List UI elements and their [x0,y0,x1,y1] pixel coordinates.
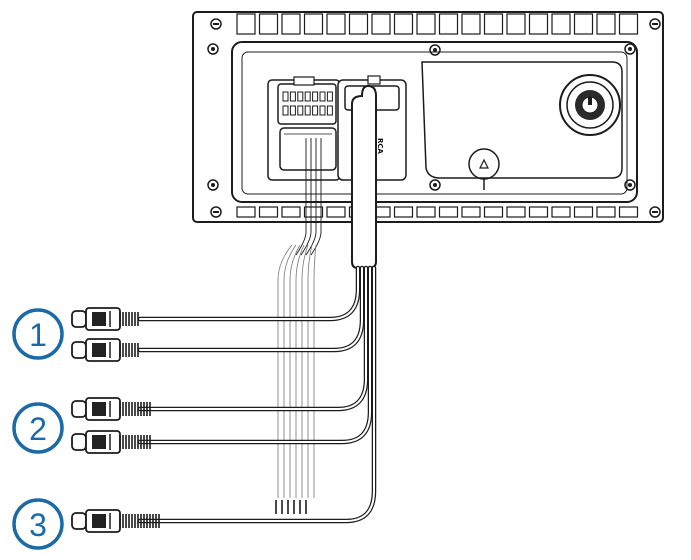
vent-slot [258,13,279,35]
vent-slot [461,206,481,218]
connector-pin [326,105,333,116]
connector-label: RCA [376,138,384,155]
rca-plug-icon [71,338,139,362]
bare-wire [301,244,309,498]
connector-pin [312,91,319,102]
callout-2-number: 2 [29,411,47,447]
vent-slot [236,206,256,218]
rca-plug-icon [71,430,151,454]
callout-1: 1 [12,308,64,360]
vent-slot [281,13,301,35]
vent-slot [393,13,414,35]
vent-slot [618,206,639,218]
bare-wire [289,244,301,498]
connector-pin [326,91,333,102]
connector-pin [304,105,311,116]
rca-harness-cable [351,84,377,269]
vent-slot [618,13,639,35]
vent-slot [416,206,436,218]
vent-slot [573,13,594,35]
bare-wire [313,244,317,498]
rca-plugs [71,307,160,533]
rca-plug-icon [71,509,160,533]
rca-cable [139,267,371,443]
rca-cable [139,267,375,522]
vent-slot [461,13,481,35]
vent-slot [528,13,549,35]
rca-cable [139,267,363,351]
rca-cable [139,267,359,320]
rca-cable [139,267,367,410]
bare-wire [295,244,305,498]
rca-cable-outline [137,265,373,445]
rca-plug-icon [71,397,151,421]
rca-cable-outline [137,265,377,524]
callout-3: 3 [12,498,64,550]
connector-pin [297,91,304,102]
connector-pin [282,105,289,116]
vent-slot [483,13,504,35]
top-vent-slots [236,13,639,35]
connector-pin [312,105,319,116]
vent-slot [303,206,324,218]
vent-slot [573,206,594,218]
connector-pin [289,91,296,102]
connector-pin [319,105,326,116]
connector-pin [297,105,304,116]
vent-slot [438,13,459,35]
vent-slot [371,13,391,35]
bare-wire [310,138,322,256]
bare-wire [305,138,317,256]
vent-slot [416,13,436,35]
vent-slot [528,206,549,218]
vent-slot [483,206,504,218]
rca-cable-routes [137,265,377,524]
vent-slot [281,206,301,218]
vent-slot [551,13,571,35]
connector-pin [304,91,311,102]
vent-slot [438,206,459,218]
vent-slot [596,206,616,218]
callout-1-number: 1 [29,317,47,353]
volume-knob-icon [559,74,621,136]
bare-wire [300,138,312,256]
rca-cable-outline [137,265,361,322]
rca-plug-icon [71,307,139,331]
vent-slot [506,13,526,35]
bare-wire [277,244,293,498]
bare-wire [307,244,313,498]
vent-slot [393,206,414,218]
bare-wire-bundle [275,138,322,514]
vent-slot [258,206,279,218]
connector-pin [319,91,326,102]
rca-cable-outline [137,265,365,353]
vent-slot [596,13,616,35]
vent-slot [506,206,526,218]
connector-pin [282,91,289,102]
callout-3-number: 3 [29,507,47,543]
ground-terminal-icon [468,148,500,190]
connector-pin [289,105,296,116]
vent-slot [326,206,346,218]
vent-slot [236,13,256,35]
corner-screw-icons [207,18,661,218]
callout-2: 2 [12,402,64,454]
vent-slot [348,13,369,35]
bottom-vent-slots [236,206,639,218]
stereo-unit: RCA [192,11,664,223]
rca-cable-outline [137,265,369,412]
wiring-harness-connector-icon [267,76,341,181]
vent-slot [326,13,346,35]
bare-wire [283,244,297,498]
bare-wire [295,138,307,256]
vent-slot [551,206,571,218]
vent-slot [303,13,324,35]
